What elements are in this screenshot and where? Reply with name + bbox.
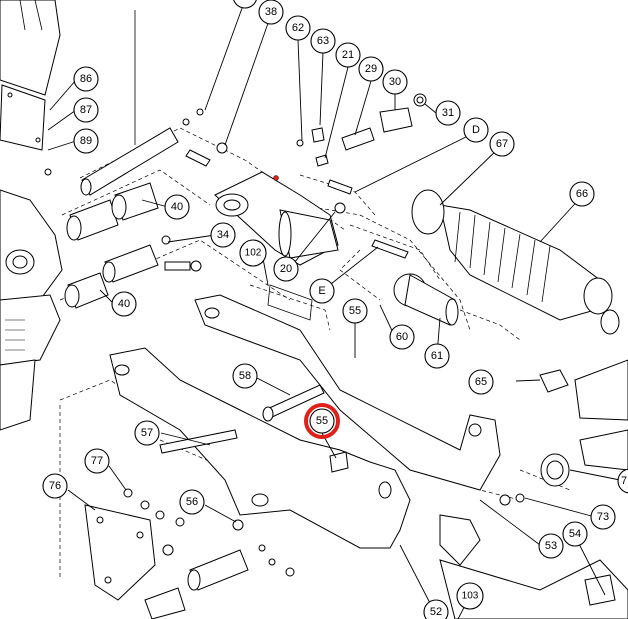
mount-plate-part [84,488,244,601]
callout-7: 7 [617,468,628,494]
callout-31: 31 [435,100,461,126]
callout-89-label: 89 [80,135,92,147]
callout-55-lower: 55 [304,403,340,439]
callout-61: 61 [424,343,450,369]
callout-57: 57 [134,420,160,446]
bushing-parts [64,10,179,309]
callout-87: 87 [73,97,99,123]
callout-40-lower: 40 [111,291,137,317]
bolt-parts [161,93,427,272]
callout-53: 53 [538,533,564,559]
callout-40-upper: 40 [164,194,190,220]
callout-37: 37 [233,0,257,9]
callout-65: 65 [468,369,494,395]
callout-76-label: 76 [49,480,61,492]
callout-38: 38 [258,0,284,25]
callout-67-label: 67 [496,138,508,150]
callout-40-lower-label: 40 [118,298,130,310]
leader-lines [47,0,621,619]
callout-60: 60 [389,324,415,350]
callout-52: 52 [423,599,449,619]
callout-54-label: 54 [569,528,581,540]
callout-73: 73 [590,504,616,530]
arm-bracket-part [194,284,501,491]
callout-66-label: 66 [576,188,588,200]
cover-panel-part [0,0,61,176]
callout-38-label: 38 [265,6,277,18]
callout-E-label: E [318,285,325,297]
right-side-parts [439,359,628,619]
callout-89: 89 [73,128,99,154]
bottom-pin-parts [144,544,295,619]
callout-40-upper-label: 40 [171,201,183,213]
callout-63-label: 63 [317,35,329,47]
callout-65-label: 65 [475,376,487,388]
callout-52-label: 52 [430,606,442,618]
callout-58: 58 [232,363,258,389]
callout-20-label: 20 [280,263,292,275]
callout-76: 76 [42,473,68,499]
callout-62-label: 62 [292,22,304,34]
callout-60-label: 60 [396,331,408,343]
callout-86: 86 [73,66,99,92]
callout-D-label: D [472,124,480,136]
callout-55-upper: 55 [342,298,368,324]
callout-7-label: 7 [621,475,627,487]
callout-77-label: 77 [91,455,103,467]
callout-34: 34 [210,222,236,248]
callout-66: 66 [569,181,595,207]
callout-21-label: 21 [342,49,354,61]
callout-34-label: 34 [217,229,229,241]
callout-102: 102 [239,239,267,267]
cylinder-assembly-part [214,171,339,266]
callout-77: 77 [84,448,110,474]
callout-29-label: 29 [365,63,377,75]
callout-29: 29 [358,56,384,82]
rubber-boot-part [411,189,620,335]
callout-30-label: 30 [389,76,401,88]
callout-D: D [463,117,489,143]
callout-63: 63 [310,28,336,54]
callout-57-label: 57 [141,427,153,439]
callout-103-label: 103 [462,591,479,602]
callout-20: 20 [273,256,299,282]
callout-E: E [309,278,335,304]
callout-30: 30 [382,69,408,95]
callout-highlight-ring [304,403,340,439]
callout-55-lower-label: 55 [316,415,328,427]
piston-rod-part [393,273,459,326]
callout-37-label: 37 [239,0,251,2]
callout-56: 56 [179,489,205,515]
callout-21: 21 [335,42,361,68]
callout-87-label: 87 [80,104,92,116]
callout-31-label: 31 [442,107,454,119]
lift-arm-part [109,347,411,549]
callout-56-label: 56 [186,496,198,508]
callout-102-label: 102 [245,248,262,259]
callout-58-label: 58 [239,370,251,382]
callout-54: 54 [562,521,588,547]
left-frame-part [0,189,63,431]
callout-61-label: 61 [431,350,443,362]
callout-86-label: 86 [80,73,92,85]
callout-73-label: 73 [597,511,609,523]
callout-55-upper-label: 55 [349,305,361,317]
callout-62: 62 [285,15,311,41]
callout-67: 67 [489,131,515,157]
callout-103: 103 [456,582,484,610]
callout-53-label: 53 [545,540,557,552]
